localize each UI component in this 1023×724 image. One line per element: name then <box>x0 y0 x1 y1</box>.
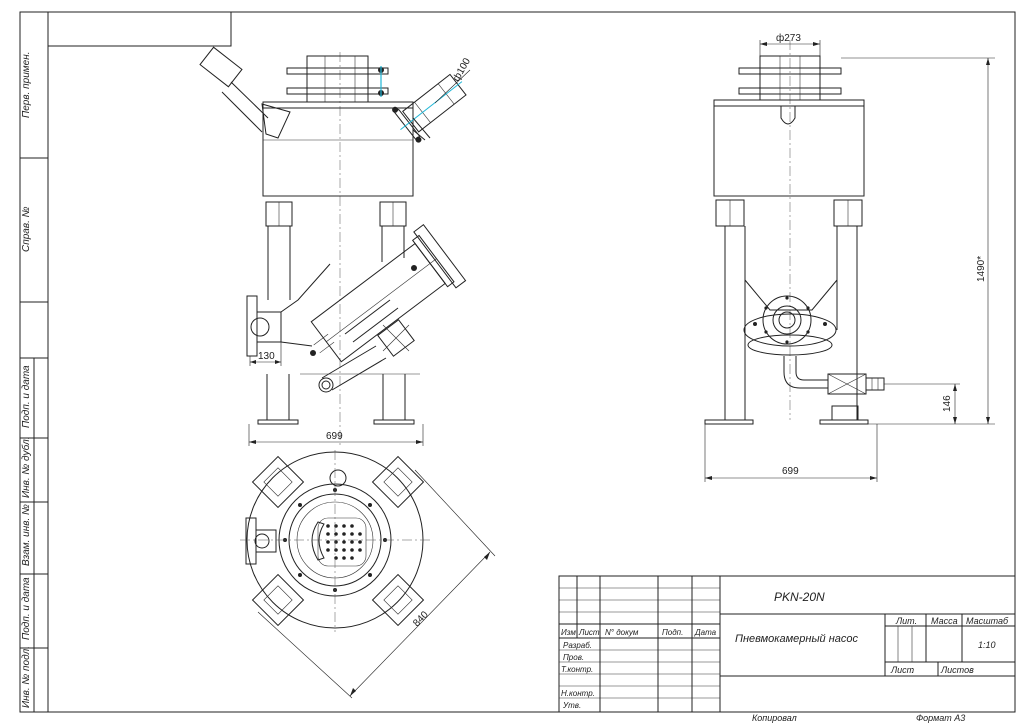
side-labels: Перв. примен. Справ. № Подп. и дата Инв.… <box>20 52 32 708</box>
side-label-vzam-inv: Взам. инв. № <box>21 504 32 566</box>
side-view-dimensions: ф273 1490* 146 699 <box>704 32 995 482</box>
dim-diam-273: ф273 <box>776 32 801 44</box>
dim-130: 130 <box>258 351 275 362</box>
tb-lit: Лит. <box>895 616 917 626</box>
dim-699-left: 699 <box>326 431 343 442</box>
svg-text::: : <box>970 665 973 675</box>
dim-146: 146 <box>942 395 953 412</box>
tb-prov: Пров. <box>563 653 584 662</box>
dim-699-right: 699 <box>782 466 799 477</box>
tb-col-data: Дата <box>694 628 717 637</box>
tb-col-podp: Подп. <box>662 628 683 637</box>
side-label-sprav-no: Справ. № <box>21 206 32 252</box>
title-block: Изм Лист N° докум Подп. Дата Разраб. Про… <box>558 575 1016 723</box>
tb-listov: Листов <box>940 665 974 675</box>
front-view <box>199 46 467 445</box>
tb-masshtab: Масштаб <box>966 616 1009 626</box>
dim-diam-100: ф100 <box>450 56 473 84</box>
side-label-podp-data-1: Подп. и дата <box>21 365 32 428</box>
tb-utv: Утв. <box>562 701 581 710</box>
side-label-inv-dubl: Инв. № дубл. <box>20 437 32 499</box>
tb-n-kontr: Н.контр. <box>561 689 595 698</box>
side-label-perv-primen: Перв. примен. <box>21 52 32 118</box>
tb-col-doc: N° докум <box>605 628 639 637</box>
sheet-frame <box>19 11 1016 713</box>
plan-view: 840 <box>240 450 496 699</box>
dim-1490: 1490* <box>976 256 987 282</box>
tb-massa: Масса <box>931 616 958 626</box>
tb-col-list: Лист <box>578 628 600 637</box>
side-view <box>704 40 885 425</box>
tb-list: Лист <box>890 665 915 675</box>
tb-scale-value: 1:10 <box>978 640 996 650</box>
side-label-inv-podl: Инв. № подл. <box>21 646 32 708</box>
tb-designation: PKN-20N <box>774 590 825 604</box>
tb-t-kontr: Т.контр. <box>561 665 593 674</box>
tb-razrab: Разраб. <box>563 641 592 650</box>
dim-840: 840 <box>411 609 431 629</box>
tb-format: Формат А3 <box>916 713 965 723</box>
tb-col-izm: Изм <box>561 628 576 637</box>
side-label-podp-data-2: Подп. и дата <box>21 577 32 640</box>
tb-name: Пневмокамерный насос <box>735 633 858 645</box>
tb-kopiroval: Копировал <box>752 713 797 723</box>
svg-text::: : <box>911 665 914 675</box>
front-view-dimensions: ф100 130 699 <box>248 56 473 446</box>
